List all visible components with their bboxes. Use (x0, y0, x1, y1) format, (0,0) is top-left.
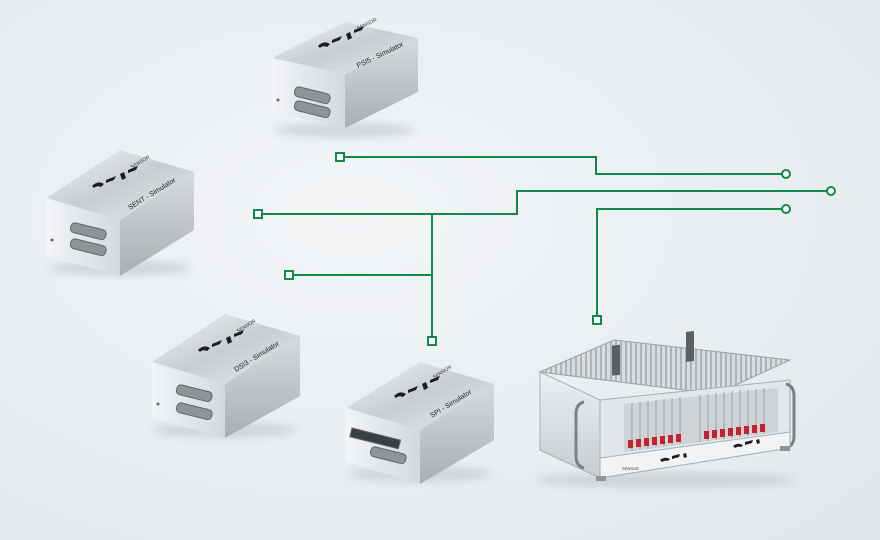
spi-simulator-device: SENSOR SPI - Simulator (346, 362, 494, 484)
rack-handle-left (574, 400, 585, 470)
sub-d-connector (69, 222, 107, 257)
node-square-spi (427, 336, 437, 346)
rack-system: SENSOR (535, 331, 796, 488)
sensor-logo (92, 166, 138, 188)
sensor-logo (660, 439, 760, 462)
connection-nodes (253, 152, 836, 346)
rack-brand: SENSOR (622, 466, 639, 471)
sensor-logo (318, 26, 364, 48)
connection-lines (258, 156, 831, 341)
psi5-simulator-device: SENSOR PSI5 - Simulator (272, 17, 418, 138)
node-circle-3 (781, 204, 791, 214)
node-square-dsi3 (284, 270, 294, 280)
header-connector (349, 427, 402, 450)
node-circle-2 (826, 186, 836, 196)
line-rack (596, 208, 786, 320)
node-square-psi5 (335, 152, 345, 162)
sub-d-connector (369, 446, 407, 465)
node-circle-1 (781, 169, 791, 179)
line-bus (258, 190, 831, 215)
dsi3-simulator-device: SENSOR DSI3 - Simulator (152, 314, 300, 438)
node-square-sent (253, 209, 263, 219)
node-square-rack (592, 315, 602, 325)
sub-d-connector (293, 86, 331, 119)
sensor-logo (394, 376, 440, 398)
sub-d-connector (175, 384, 213, 421)
rack-slot-cards (612, 331, 778, 452)
sensor-logo (198, 330, 244, 352)
sent-simulator-device: SENSOR SENT - Simulator (46, 150, 194, 276)
line-psi5 (340, 156, 786, 175)
